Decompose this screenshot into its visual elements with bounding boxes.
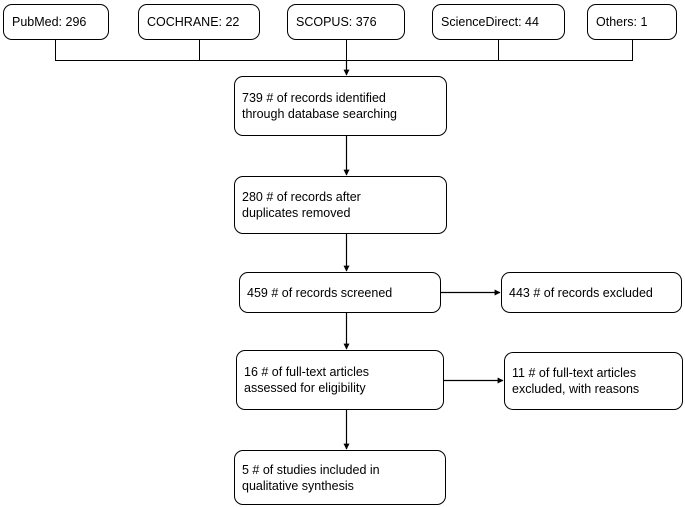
flow-box-after-duplicates[interactable]: 280 # of records after duplicates remove…: [234, 176, 447, 234]
source-box-others[interactable]: Others: 1: [587, 4, 677, 40]
flow-box-full-text-assessed[interactable]: 16 # of full-text articles assessed for …: [236, 350, 444, 410]
flow-label-records-excluded-line1: 443 # of records excluded: [509, 285, 653, 300]
source-label-scopus: SCOPUS: 376: [296, 15, 377, 29]
flow-label-screened-line1: 459 # of records screened: [247, 285, 393, 300]
flow-box-screened[interactable]: 459 # of records screened: [239, 272, 441, 313]
flow-label-full-text-excluded-line1: 11 # of full-text articles: [512, 366, 637, 380]
flow-label-identified-line1: 739 # of records identified: [242, 91, 386, 105]
flow-label-after-duplicates-line1: 280 # of records after: [242, 190, 361, 204]
flow-box-full-text-excluded[interactable]: 11 # of full-text articles excluded, wit…: [504, 352, 683, 410]
flow-label-included-line1: 5 # of studies included in: [242, 462, 380, 477]
source-label-cochrane: COCHRANE: 22: [147, 15, 240, 29]
flow-label-identified-line2: through database searching: [242, 107, 397, 121]
source-box-sciencedirect[interactable]: ScienceDirect: 44: [432, 4, 565, 40]
flow-box-records-excluded[interactable]: 443 # of records excluded: [501, 272, 682, 313]
source-label-others: Others: 1: [596, 15, 648, 29]
flow-label-after-duplicates-line2: duplicates removed: [242, 206, 351, 220]
flow-label-full-text-assessed-line2: assessed for eligibility: [244, 381, 366, 395]
source-box-pubmed[interactable]: PubMed: 296: [3, 4, 109, 40]
flow-box-included[interactable]: 5 # of studies included in qualitative s…: [234, 450, 446, 505]
flow-box-identified[interactable]: 739 # of records identified through data…: [234, 76, 447, 136]
flow-label-full-text-excluded-line2: excluded, with reasons: [512, 382, 640, 396]
source-label-pubmed: PubMed: 296: [12, 15, 87, 29]
flow-label-full-text-assessed-line1: 16 # of full-text articles: [244, 365, 370, 379]
source-box-scopus[interactable]: SCOPUS: 376: [287, 4, 405, 40]
source-box-cochrane[interactable]: COCHRANE: 22: [138, 4, 260, 40]
source-label-sciencedirect: ScienceDirect: 44: [441, 15, 539, 29]
flow-label-included-line2: qualitative synthesis: [242, 478, 354, 493]
